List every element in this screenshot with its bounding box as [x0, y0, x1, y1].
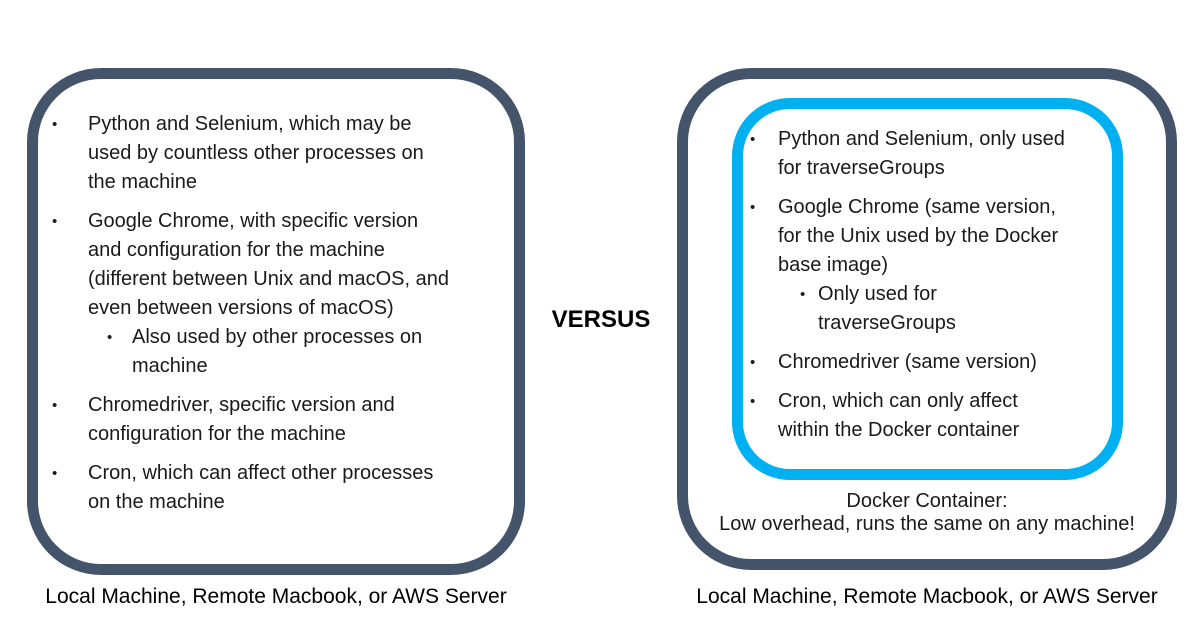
sub-list-item: • Only used for traverseGroups	[750, 280, 1106, 338]
list-item: • Python and Selenium, only used for tra…	[750, 125, 1106, 183]
docker-container-label: Docker Container: Low overhead, runs the…	[688, 490, 1166, 536]
left-box-caption: Local Machine, Remote Macbook, or AWS Se…	[45, 585, 507, 608]
docker-container-list: • Python and Selenium, only used for tra…	[750, 125, 1106, 445]
sub-list-item: • Also used by other processes on machin…	[52, 323, 504, 381]
list-item-text: Google Chrome (same version, for the Uni…	[778, 196, 1059, 276]
list-item: • Python and Selenium, which may be used…	[52, 110, 504, 197]
list-item-text: Also used by other processes on machine	[132, 326, 423, 377]
list-item: • Google Chrome (same version, for the U…	[750, 193, 1106, 280]
bullet-icon: •	[750, 131, 756, 148]
bullet-icon: •	[750, 199, 756, 216]
list-item: • Chromedriver, specific version and con…	[52, 391, 504, 449]
docker-label-line2: Low overhead, runs the same on any machi…	[719, 513, 1135, 535]
bullet-icon: •	[107, 329, 113, 346]
list-item: • Cron, which can affect other processes…	[52, 459, 504, 517]
docker-container-box: • Python and Selenium, only used for tra…	[732, 98, 1123, 480]
right-box-caption: Local Machine, Remote Macbook, or AWS Se…	[696, 585, 1158, 608]
list-item-text: Only used for traverseGroups	[818, 283, 956, 334]
bullet-icon: •	[52, 116, 58, 133]
list-item: • Cron, which can only affect within the…	[750, 387, 1106, 445]
docker-label-line1: Docker Container:	[846, 490, 1008, 512]
right-machine-box: • Python and Selenium, only used for tra…	[677, 68, 1177, 570]
bullet-icon: •	[52, 465, 58, 482]
list-item-text: Python and Selenium, only used for trave…	[778, 128, 1065, 179]
list-item-text: Google Chrome, with specific version and…	[88, 210, 449, 319]
list-item: • Google Chrome, with specific version a…	[52, 207, 504, 323]
versus-label: VERSUS	[551, 306, 651, 333]
bullet-icon: •	[52, 397, 58, 414]
list-item-text: Chromedriver (same version)	[778, 351, 1037, 373]
left-machine-list: • Python and Selenium, which may be used…	[52, 110, 504, 517]
bullet-icon: •	[750, 393, 756, 410]
list-item-text: Chromedriver, specific version and confi…	[88, 394, 395, 445]
list-item: • Chromedriver (same version)	[750, 348, 1106, 377]
list-item-text: Cron, which can affect other processes o…	[88, 462, 434, 513]
list-item-text: Python and Selenium, which may be used b…	[88, 113, 424, 193]
bullet-icon: •	[800, 286, 806, 303]
bullet-icon: •	[750, 354, 756, 371]
bullet-icon: •	[52, 213, 58, 230]
list-item-text: Cron, which can only affect within the D…	[778, 390, 1020, 441]
left-machine-box: • Python and Selenium, which may be used…	[27, 68, 525, 575]
